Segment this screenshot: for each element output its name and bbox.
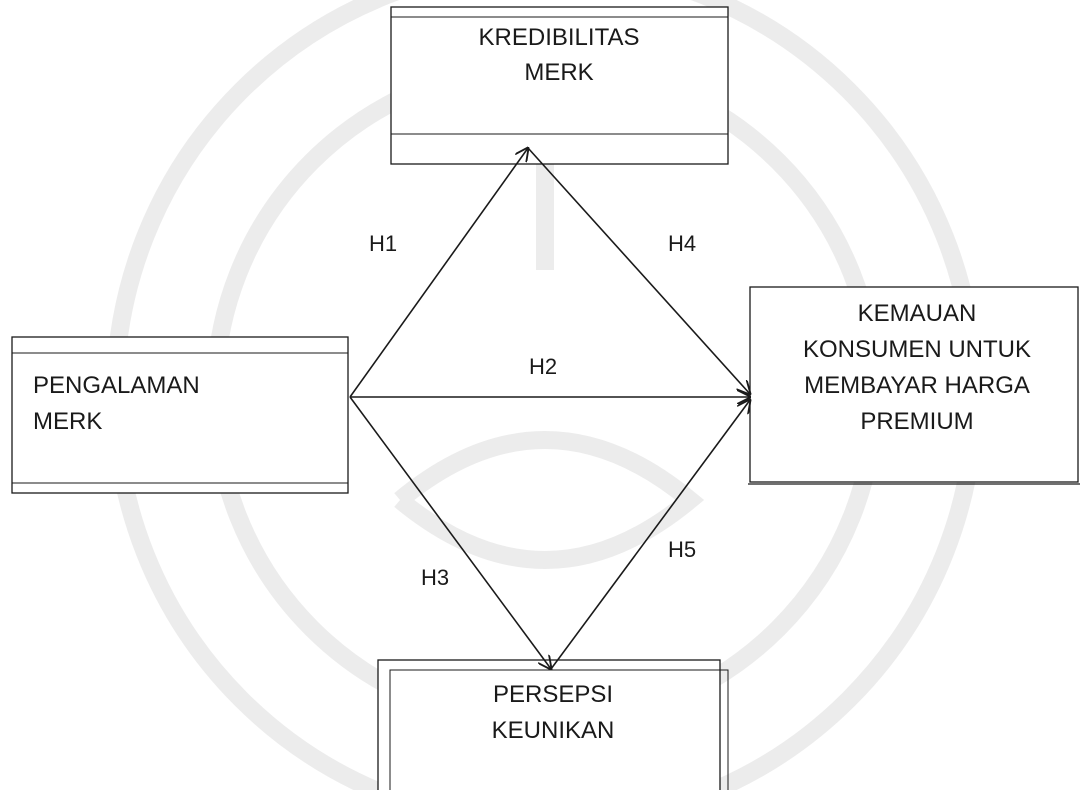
- box-label-line: MERK: [33, 408, 102, 435]
- arrow-h5: [550, 400, 750, 670]
- hypothesis-label-h5: H5: [668, 537, 696, 562]
- box-kredibilitas-merk: KREDIBILITAS MERK: [390, 6, 729, 165]
- box-label-line: KREDIBILITAS: [479, 24, 640, 51]
- box-label-line: KEUNIKAN: [492, 717, 615, 744]
- hypothesis-label-h2: H2: [529, 354, 557, 379]
- hypothesis-label-h1: H1: [369, 231, 397, 256]
- arrow-h4: [527, 147, 750, 394]
- box-label-line: MERK: [524, 59, 593, 86]
- box-label-line: PREMIUM: [860, 408, 973, 435]
- box-label-line: PERSEPSI: [493, 681, 613, 708]
- box-label-line: PENGALAMAN: [33, 372, 200, 399]
- hypothesis-label-h4: H4: [668, 231, 696, 256]
- arrow-h1: [349, 148, 528, 398]
- box-kemauan-membayar-harga-premium: KEMAUAN KONSUMEN UNTUK MEMBAYAR HARGA PR…: [748, 286, 1080, 485]
- hypothesis-label-h3: H3: [421, 565, 449, 590]
- box-label-line: MEMBAYAR HARGA: [804, 372, 1030, 399]
- box-label-line: KEMAUAN: [858, 300, 977, 327]
- box-label-line: KONSUMEN UNTUK: [803, 336, 1031, 363]
- box-pengalaman-merk: PENGALAMAN MERK: [11, 336, 349, 494]
- box-persepsi-keunikan: PERSEPSI KEUNIKAN: [377, 659, 729, 790]
- arrow-h3: [349, 396, 551, 669]
